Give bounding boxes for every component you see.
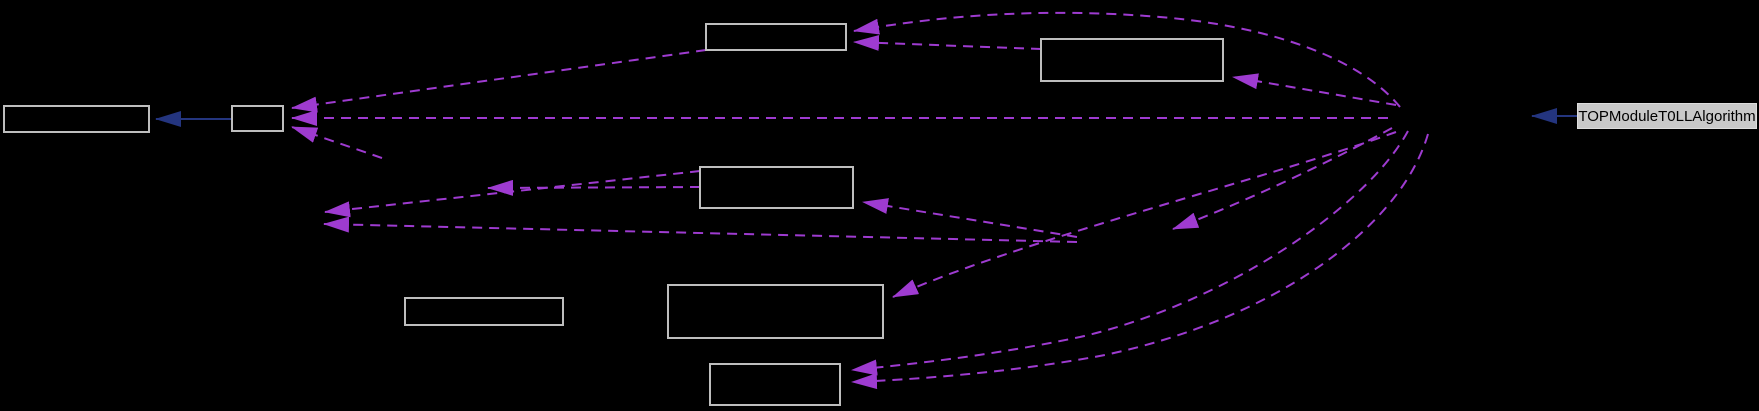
- nodes-layer: [3, 23, 1224, 406]
- usage-edge-ghost3-to-small: [291, 126, 383, 159]
- class-node-middle[interactable]: [699, 166, 854, 209]
- class-node-base-left[interactable]: [3, 105, 150, 133]
- usage-edge-topright-to-top: [853, 34, 1042, 51]
- class-node-top-right[interactable]: [1040, 38, 1224, 82]
- class-node-lower-left[interactable]: [404, 297, 564, 326]
- usage-edge-hub-to-top-arc: [853, 11, 1401, 108]
- class-node-bottom[interactable]: [709, 363, 841, 406]
- usage-edge-hub-to-bottom-outer: [851, 133, 1429, 390]
- class-node-big[interactable]: [667, 284, 884, 339]
- usage-edge-ghost2-to-middle: [862, 198, 1078, 238]
- usage-edge-hub-to-topright: [1232, 73, 1397, 106]
- edges-layer: [155, 11, 1577, 390]
- node-topmodulet0llalgorithm[interactable]: TOPModuleT0LLAlgorithm: [1577, 103, 1757, 129]
- class-node-top[interactable]: [705, 23, 847, 51]
- usage-edge-top-to-small: [291, 49, 707, 113]
- usage-edge-hub-to-big: [892, 131, 1397, 298]
- usage-edge-middle-to-ghost5: [324, 170, 701, 218]
- usage-edge-hub-to-ghost2: [1172, 127, 1393, 230]
- usage-edge-middle-to-ghost3: [487, 179, 701, 196]
- usage-edge-hub-to-bottom-inner: [851, 130, 1409, 376]
- class-node-small[interactable]: [231, 105, 284, 132]
- usage-edge-ghost2-to-ghost5: [323, 216, 1078, 243]
